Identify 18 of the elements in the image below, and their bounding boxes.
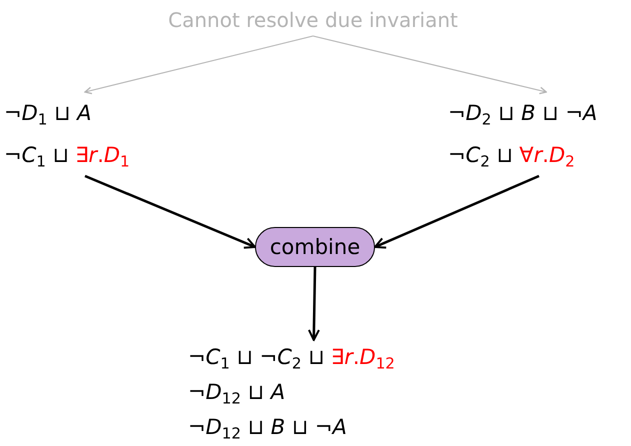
arrow: [84, 36, 314, 94]
formula-text: ¬C$_{1}$ ⊔: [4, 143, 69, 167]
formula-text: ¬D$_{12}$ ⊔ A: [188, 380, 286, 404]
process-pill: [255, 227, 375, 267]
highlighted-formula: ∀r.D$_{2}$: [519, 143, 575, 167]
arrow: [374, 174, 540, 249]
formula-text: ¬C$_{2}$ ⊔: [448, 143, 513, 167]
combine-label: combine: [270, 235, 360, 259]
formula-text: ¬D$_{1}$ ⊔ A: [4, 101, 92, 125]
arrow: [312, 36, 547, 94]
formula-text: ¬D$_{2}$ ⊔ B ⊔ ¬A: [448, 101, 598, 125]
caption-text: Cannot resolve due invariant: [168, 8, 458, 32]
highlighted-formula: ∃r.D$_{1}$: [75, 143, 130, 167]
formula-text: ¬D$_{12}$ ⊔ B ⊔ ¬A: [188, 415, 347, 439]
highlighted-formula: ∃r.D$_{12}$: [330, 345, 395, 369]
arrow: [84, 174, 256, 249]
formula-text: ¬C$_{1}$ ⊔ ¬C$_{2}$ ⊔: [188, 345, 325, 369]
arrow: [308, 266, 320, 341]
